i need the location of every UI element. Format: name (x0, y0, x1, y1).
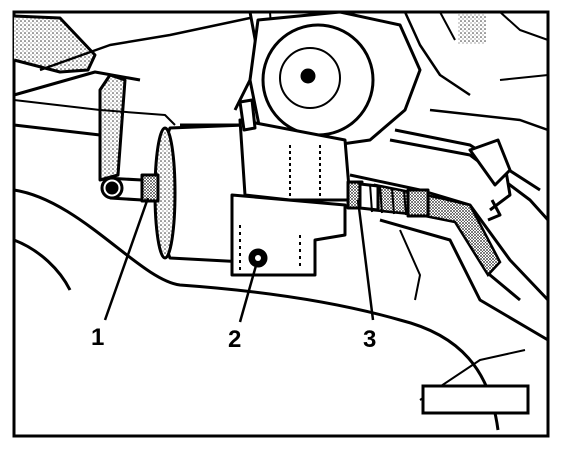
callout-1: 1 (91, 324, 104, 351)
leader-lines (103, 197, 375, 323)
outlet-hose (370, 183, 502, 278)
callout-3: 3 (363, 326, 376, 353)
callout-2: 2 (228, 326, 241, 353)
leader-line-3 (356, 199, 375, 321)
fuel-filter (100, 98, 430, 277)
background-structure (13, 10, 550, 431)
leader-line-2 (238, 261, 259, 323)
figure-reference-box (421, 384, 530, 415)
leader-line-1 (103, 197, 150, 321)
